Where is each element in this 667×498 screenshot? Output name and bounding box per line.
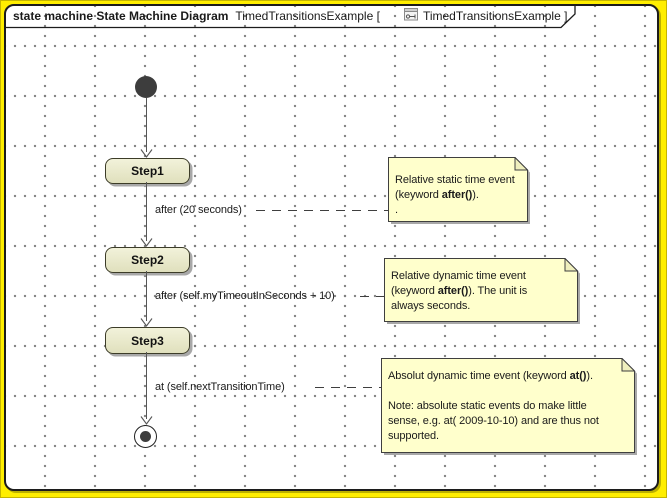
note-text: Relative dynamic time event(keyword afte… [391, 270, 528, 312]
transition-line-step2-step3[interactable] [146, 271, 147, 321]
arrowhead-icon [140, 416, 153, 425]
state-step3[interactable]: Step3 [105, 327, 190, 354]
note-fold-icon [564, 258, 579, 272]
note-relative-dynamic[interactable]: Relative dynamic time event(keyword afte… [384, 258, 581, 325]
transition-line-step3-final[interactable] [146, 352, 147, 419]
frame-heading-pentagon [5, 5, 576, 29]
arrowhead-icon [140, 149, 153, 158]
state-step3-label: Step3 [131, 333, 164, 348]
state-step2-label: Step2 [131, 253, 164, 267]
state-machine-diagram-icon [384, 0, 419, 39]
state-step1-label: Step1 [131, 164, 164, 178]
diagram-name-label: TimedTransitionsExample ] [422, 9, 568, 23]
state-step1[interactable]: Step1 [105, 158, 190, 184]
note-fold-icon [621, 358, 636, 372]
transition-label-at-next-transition-time[interactable]: at (self.nextTransitionTime) [155, 381, 285, 393]
note-relative-static[interactable]: Relative static time event(keyword after… [388, 157, 531, 225]
note-shape [388, 157, 530, 224]
note-anchor-line-3[interactable] [315, 387, 381, 388]
diagram-context-label: TimedTransitionsExample [ [235, 9, 380, 23]
transition-label-after-20-seconds[interactable]: after (20 seconds) [155, 204, 242, 216]
note-anchor-line-1[interactable] [256, 210, 388, 211]
note-absolut-dynamic[interactable]: Absolut dynamic time event (keyword at()… [381, 358, 638, 456]
diagram-frame [4, 4, 659, 491]
transition-line-step1-step2[interactable] [146, 182, 147, 241]
note-shape [384, 258, 580, 324]
state-step2[interactable]: Step2 [105, 247, 190, 273]
final-state-inner-dot [140, 431, 151, 442]
arrowhead-icon [140, 238, 153, 247]
arrowhead-icon [140, 318, 153, 327]
note-anchor-line-2[interactable] [360, 296, 384, 297]
final-state-node[interactable] [134, 425, 157, 448]
transition-label-after-timeout[interactable]: after (self.myTimeoutInSeconds + 10) [155, 290, 335, 302]
note-text: Absolut dynamic time event (keyword at()… [388, 370, 599, 442]
note-shape [381, 358, 637, 455]
frame-title: state machine State Machine Diagram Time… [13, 7, 571, 24]
diagram-kind-label: state machine State Machine Diagram [13, 9, 229, 23]
note-text: Relative static time event(keyword after… [395, 174, 515, 216]
initial-state-node[interactable] [135, 76, 157, 98]
note-fold-icon [514, 157, 529, 171]
transition-line-initial-step1[interactable] [146, 98, 147, 152]
